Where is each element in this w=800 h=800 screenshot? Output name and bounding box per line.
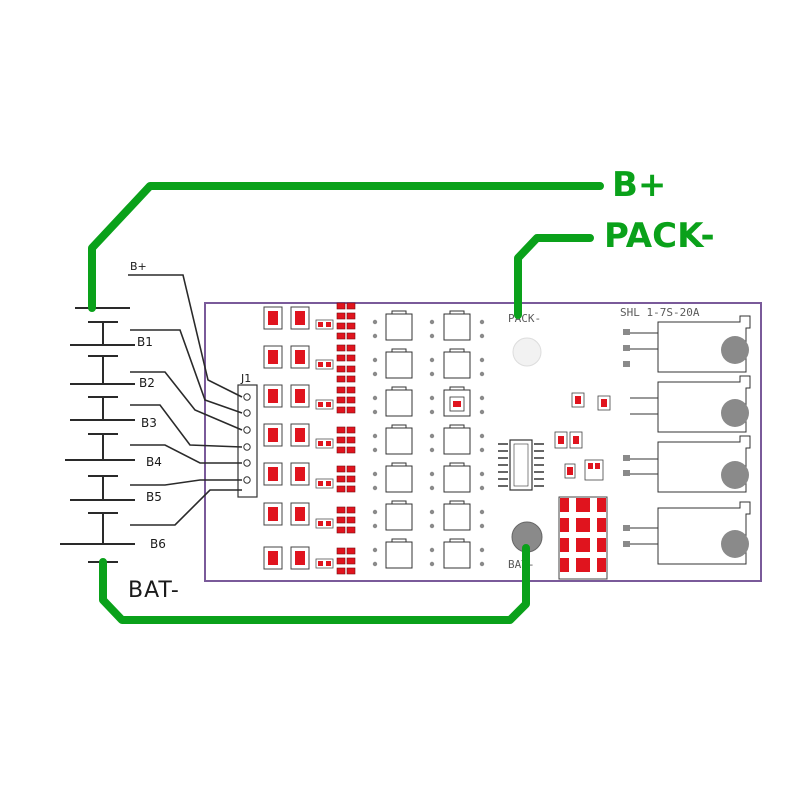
- via-columns: [372, 319, 485, 567]
- pad-pack-label: PACK-: [508, 312, 541, 325]
- label-pack-minus: PACK-: [604, 216, 715, 256]
- trace-b-plus: [88, 182, 604, 312]
- label-b6: B6: [150, 537, 166, 551]
- center-smds: [554, 392, 611, 481]
- resistor-column-left: [263, 306, 310, 570]
- shunt-resistor-bank: [558, 496, 608, 580]
- ic-small-smd: [449, 396, 465, 412]
- connector-label: J1: [240, 372, 251, 385]
- battery-cell-stack: [60, 307, 135, 563]
- connector-j1: J1: [237, 372, 258, 498]
- smd-red-strip: [336, 302, 356, 575]
- trace-bat-minus: [99, 544, 530, 624]
- label-b3: B3: [141, 416, 157, 430]
- label-b1: B1: [137, 335, 153, 349]
- label-b-plus-small: B+: [130, 260, 147, 273]
- pcb-board: J1: [204, 302, 762, 582]
- board-model-label: SHL 1-7S-20A: [620, 306, 700, 319]
- controller-ic: [498, 439, 544, 491]
- label-b4: B4: [146, 455, 162, 469]
- pad-bat-label: BAT-: [508, 558, 535, 571]
- label-b5: B5: [146, 490, 162, 504]
- right-small-pads: [623, 329, 630, 547]
- smd-small-column: [315, 319, 334, 569]
- balance-wires: [128, 274, 243, 526]
- balance-wire-labels: B+ B1 B2 B3 B4 B5 B6: [130, 260, 166, 551]
- label-bat-minus: BAT-: [128, 578, 180, 603]
- label-b-plus: B+: [612, 165, 666, 205]
- trace-pack-minus: [514, 234, 594, 319]
- label-b2: B2: [139, 376, 155, 390]
- mosfet-array: [630, 315, 751, 565]
- main-power-traces: [88, 182, 604, 624]
